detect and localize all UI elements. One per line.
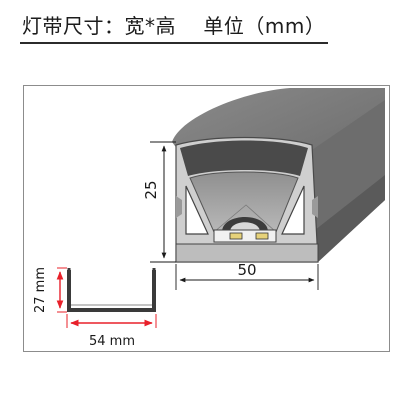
dimension-height-27mm: 27 mm <box>33 267 67 313</box>
dimension-width-54mm: 54 mm <box>66 314 157 349</box>
height-label-25: 25 <box>142 180 160 199</box>
diagram-frame <box>23 85 390 352</box>
width-label-54mm: 54 mm <box>89 334 135 349</box>
dimension-width-50: 50 <box>175 261 319 290</box>
left-wall-cutout <box>185 185 209 235</box>
profile-base <box>175 243 319 263</box>
u-channel-outline <box>67 270 156 312</box>
led-chip-left <box>229 232 243 240</box>
profile-diffuser-cap <box>180 140 308 176</box>
profile-inner-cavity <box>189 171 299 233</box>
height-label-27mm: 27 mm <box>33 267 48 313</box>
title-underline <box>20 42 328 44</box>
u-channel-profile <box>67 268 156 312</box>
right-wall-cutout <box>281 185 305 235</box>
dimension-height-25: 25 <box>142 141 176 263</box>
width-label-50: 50 <box>237 261 256 279</box>
neon-strip-profile <box>172 88 385 263</box>
led-chip-right <box>255 232 269 240</box>
page-title: 灯带尺寸：宽*高 单位（mm） <box>22 14 326 38</box>
